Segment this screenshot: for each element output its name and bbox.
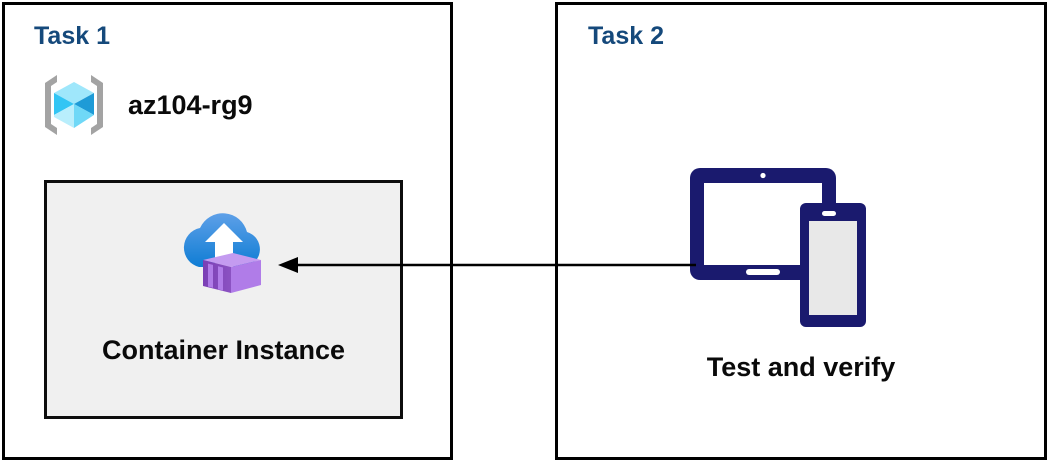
resource-group-row: az104-rg9 — [38, 69, 253, 141]
test-and-verify-label: Test and verify — [706, 352, 896, 382]
container-instance-icon-wrap — [175, 205, 273, 295]
connector-arrow — [276, 252, 696, 278]
panel-title-task-1: Task 1 — [34, 22, 110, 50]
container-instance-box: Container Instance — [44, 180, 403, 419]
container-instance-label: Container Instance — [101, 335, 346, 365]
tablet-and-phone-icon — [686, 163, 870, 331]
azure-container-instance-icon — [175, 205, 273, 295]
panel-task-1: Task 1 — [2, 2, 453, 460]
devices-icon-wrap — [686, 163, 870, 331]
panel-title-task-2: Task 2 — [588, 22, 664, 50]
resource-group-label: az104-rg9 — [128, 89, 253, 120]
azure-resource-group-icon — [38, 69, 110, 141]
